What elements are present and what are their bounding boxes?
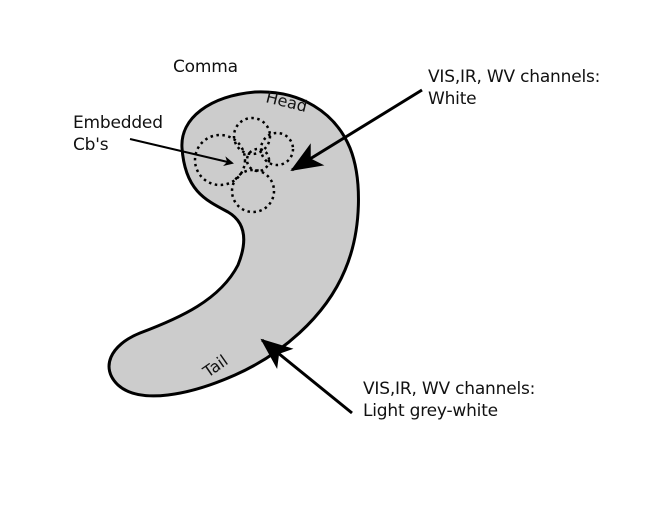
- head-channels-label-line2: White: [428, 89, 477, 109]
- diagram-title: Comma: [173, 57, 238, 77]
- head-channels-label-line1: VIS,IR, WV channels:: [428, 67, 601, 87]
- embedded-cb-arrow: [129, 138, 234, 167]
- tail-channels-label-line1: VIS,IR, WV channels:: [363, 379, 536, 399]
- cb-cell-bottom: [230, 168, 276, 214]
- embedded-cb-label-line2: Cb's: [73, 135, 109, 155]
- cb-cell-small-center: [245, 147, 271, 173]
- tail-channels-label-line2: Light grey-white: [363, 401, 498, 421]
- tail-channels-arrow: [260, 338, 353, 415]
- embedded-cb-label-line1: Embedded: [73, 113, 163, 133]
- cb-cell-large-left: [193, 133, 247, 187]
- head-channels-arrow: [290, 88, 423, 172]
